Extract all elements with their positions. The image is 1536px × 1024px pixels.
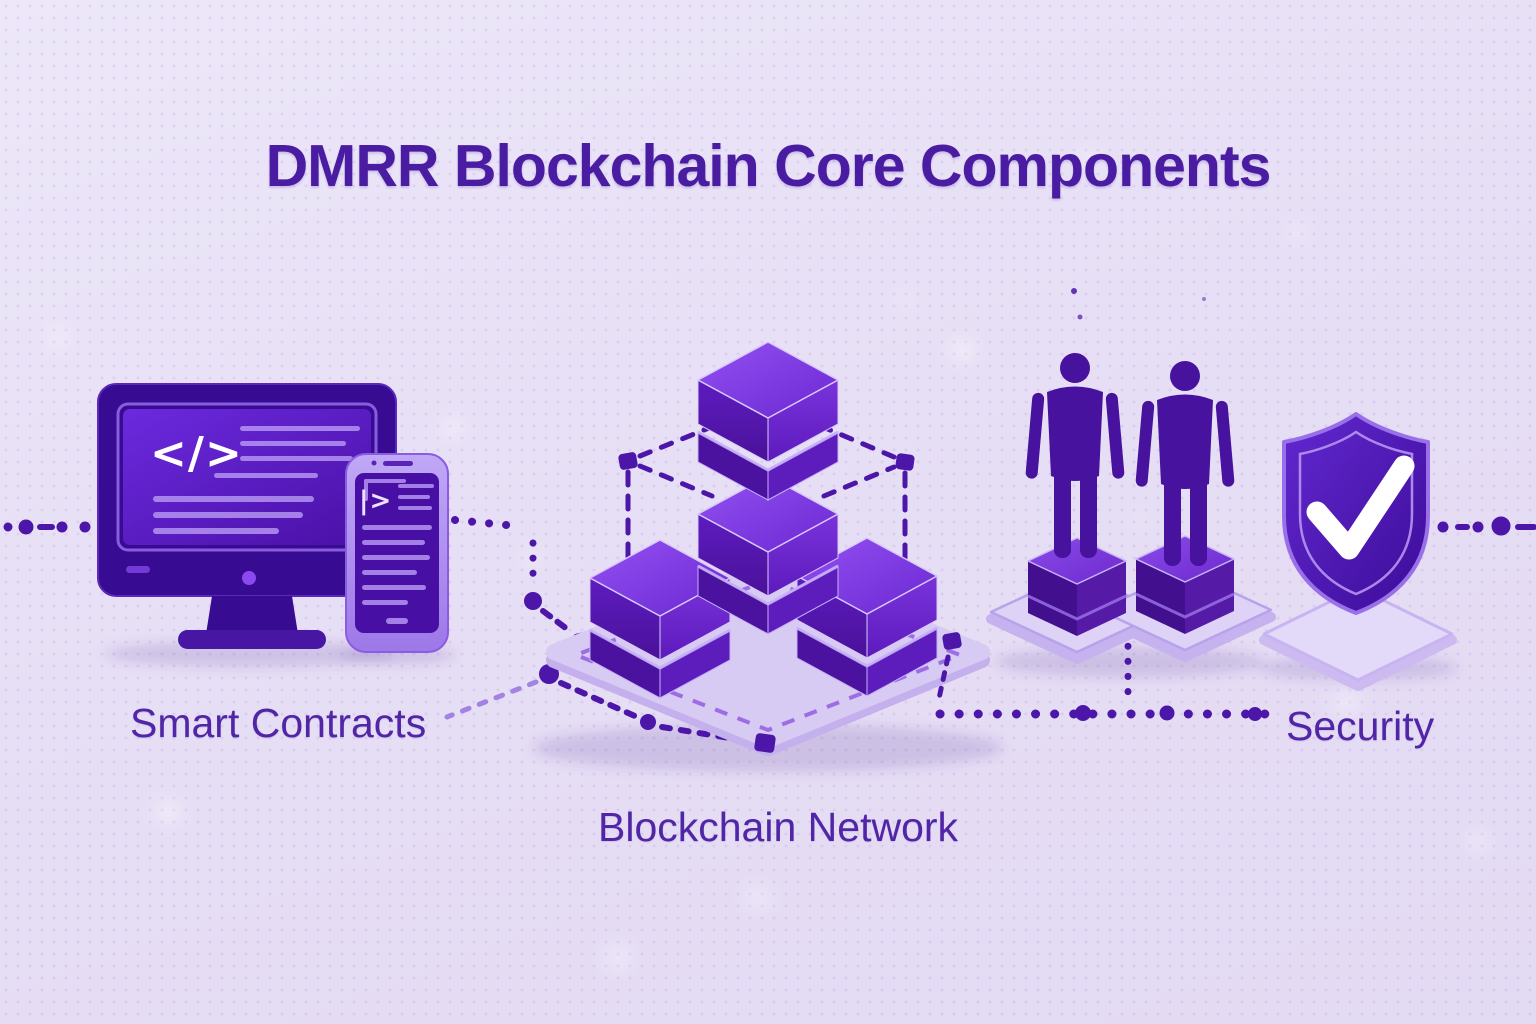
bezel-button bbox=[126, 566, 150, 573]
users-icon bbox=[986, 288, 1276, 664]
label-smart-contracts: Smart Contracts bbox=[130, 700, 427, 746]
phone-speaker bbox=[383, 461, 413, 466]
page-title: DMRR Blockchain Core Components bbox=[265, 133, 1272, 199]
dotted-line-left-edge bbox=[3, 519, 91, 535]
code-lines bbox=[153, 426, 360, 534]
label-security: Security bbox=[1286, 703, 1435, 749]
small-dots-above-users bbox=[1071, 288, 1206, 320]
phone-code-lines bbox=[362, 479, 434, 624]
connector-network-to-security bbox=[935, 612, 1277, 721]
check-mark bbox=[1306, 455, 1415, 560]
code-glyph: </> bbox=[150, 428, 243, 479]
phone-camera-dot bbox=[371, 460, 377, 466]
bezel-camera-dot bbox=[242, 571, 256, 585]
phone-code-glyph: |> bbox=[359, 486, 392, 516]
shield-check-icon bbox=[1259, 412, 1457, 691]
desktop-code-icon: </> bbox=[97, 383, 397, 649]
dotted-line-right-edge bbox=[1437, 516, 1536, 536]
monitor-stand bbox=[206, 596, 298, 634]
label-blockchain-network: Blockchain Network bbox=[598, 804, 959, 850]
person-left bbox=[1025, 353, 1125, 558]
person-right bbox=[1135, 361, 1235, 566]
shield-base-platform bbox=[1259, 586, 1457, 691]
smartphone-code-icon: |> bbox=[345, 453, 449, 653]
monitor-base bbox=[178, 630, 326, 649]
